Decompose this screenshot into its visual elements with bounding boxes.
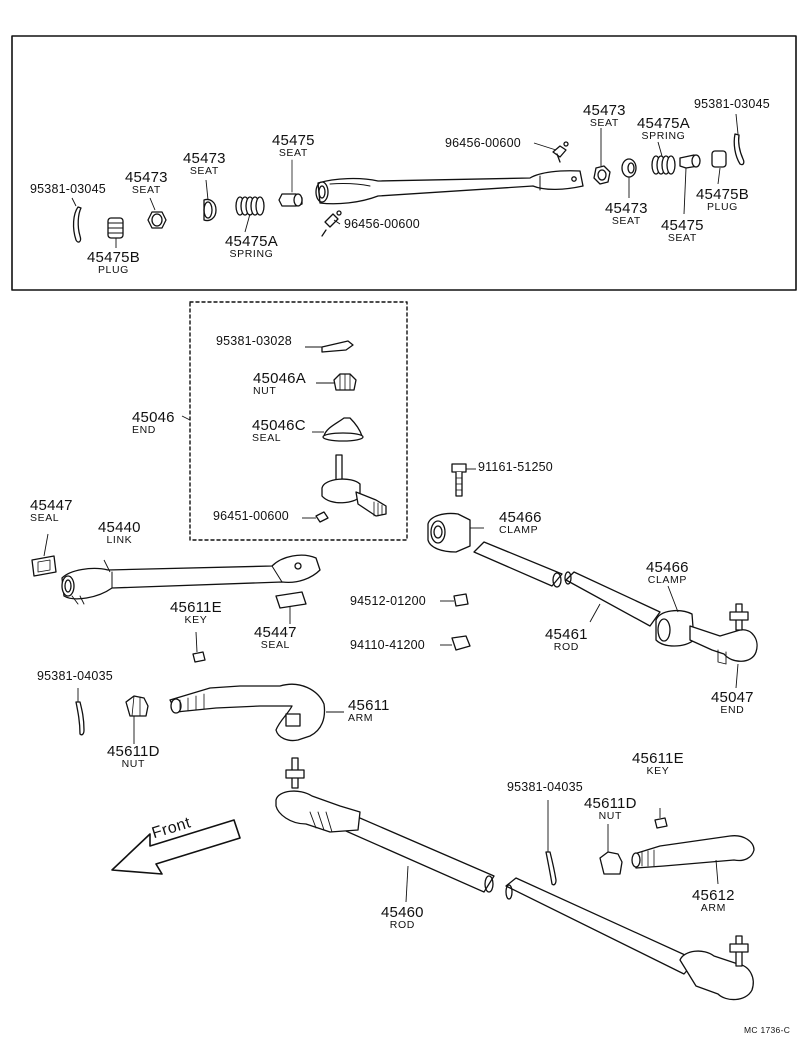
cotter-pin-right (733, 133, 745, 166)
label-94512: 94512-01200 (350, 594, 426, 608)
link-45440 (61, 554, 321, 605)
label-91161: 91161-51250 (478, 460, 553, 474)
label-95381-03045-left: 95381-03045 (30, 182, 106, 196)
clamp-b (655, 609, 695, 647)
label-95381-03045-right: 95381-03045 (694, 97, 770, 111)
grease-fitting-bottom (321, 210, 342, 237)
label-94110: 94110-41200 (350, 638, 425, 652)
label-95381-04035-b: 95381-04035 (507, 780, 583, 794)
end-left-45460 (275, 757, 361, 833)
clamp-a (427, 512, 471, 553)
seat-right-1 (593, 165, 611, 185)
end-assembly-box (189, 301, 408, 541)
inset-link-rod (315, 170, 584, 205)
grease-fitting-top (552, 141, 569, 163)
seat-ball-left (278, 159, 303, 207)
cotter-pin-d (545, 851, 557, 886)
key-a (192, 651, 206, 663)
spring-right (651, 155, 676, 175)
rod-45460 (329, 811, 697, 975)
castle-nut (333, 373, 357, 391)
castle-nut-45611D-a (125, 695, 149, 717)
rod-45461 (473, 541, 661, 627)
label-95381-03028: 95381-03028 (216, 334, 292, 348)
ball-stud-end (321, 454, 387, 517)
end-right-45460 (679, 935, 754, 1001)
arm-45612 (631, 835, 755, 869)
castle-nut-45611D-b (599, 851, 623, 875)
label-95381-04035-a: 95381-04035 (37, 669, 113, 683)
seat-left-2 (203, 198, 217, 222)
seat-left-1 (147, 211, 167, 229)
label-96451: 96451-00600 (213, 509, 289, 523)
seat-ball-right (679, 154, 701, 169)
cotter-pin-c (75, 701, 85, 736)
seal-center (275, 591, 307, 609)
cotter-pin-b (453, 593, 469, 607)
front-arrow (111, 819, 241, 875)
seal-left (31, 555, 57, 577)
plug-right (711, 150, 727, 168)
grease-fitting-small (315, 511, 329, 523)
spring-left (235, 196, 265, 216)
arm-45611 (169, 683, 326, 742)
boot-seal (322, 417, 364, 442)
plug-left (107, 217, 124, 239)
diagram-code: MC 1736-C (744, 1025, 791, 1035)
label-96456-bottom: 96456-00600 (344, 217, 420, 231)
end-45047 (689, 603, 758, 665)
cotter-pin-left (72, 206, 82, 243)
bolt-91161 (451, 463, 467, 497)
seat-right-2 (621, 158, 637, 178)
nut-94110 (451, 635, 471, 651)
label-96456-top: 96456-00600 (445, 136, 521, 150)
cotter-pin-small (321, 340, 354, 353)
inset-frame (11, 35, 797, 291)
key-b (654, 817, 668, 829)
